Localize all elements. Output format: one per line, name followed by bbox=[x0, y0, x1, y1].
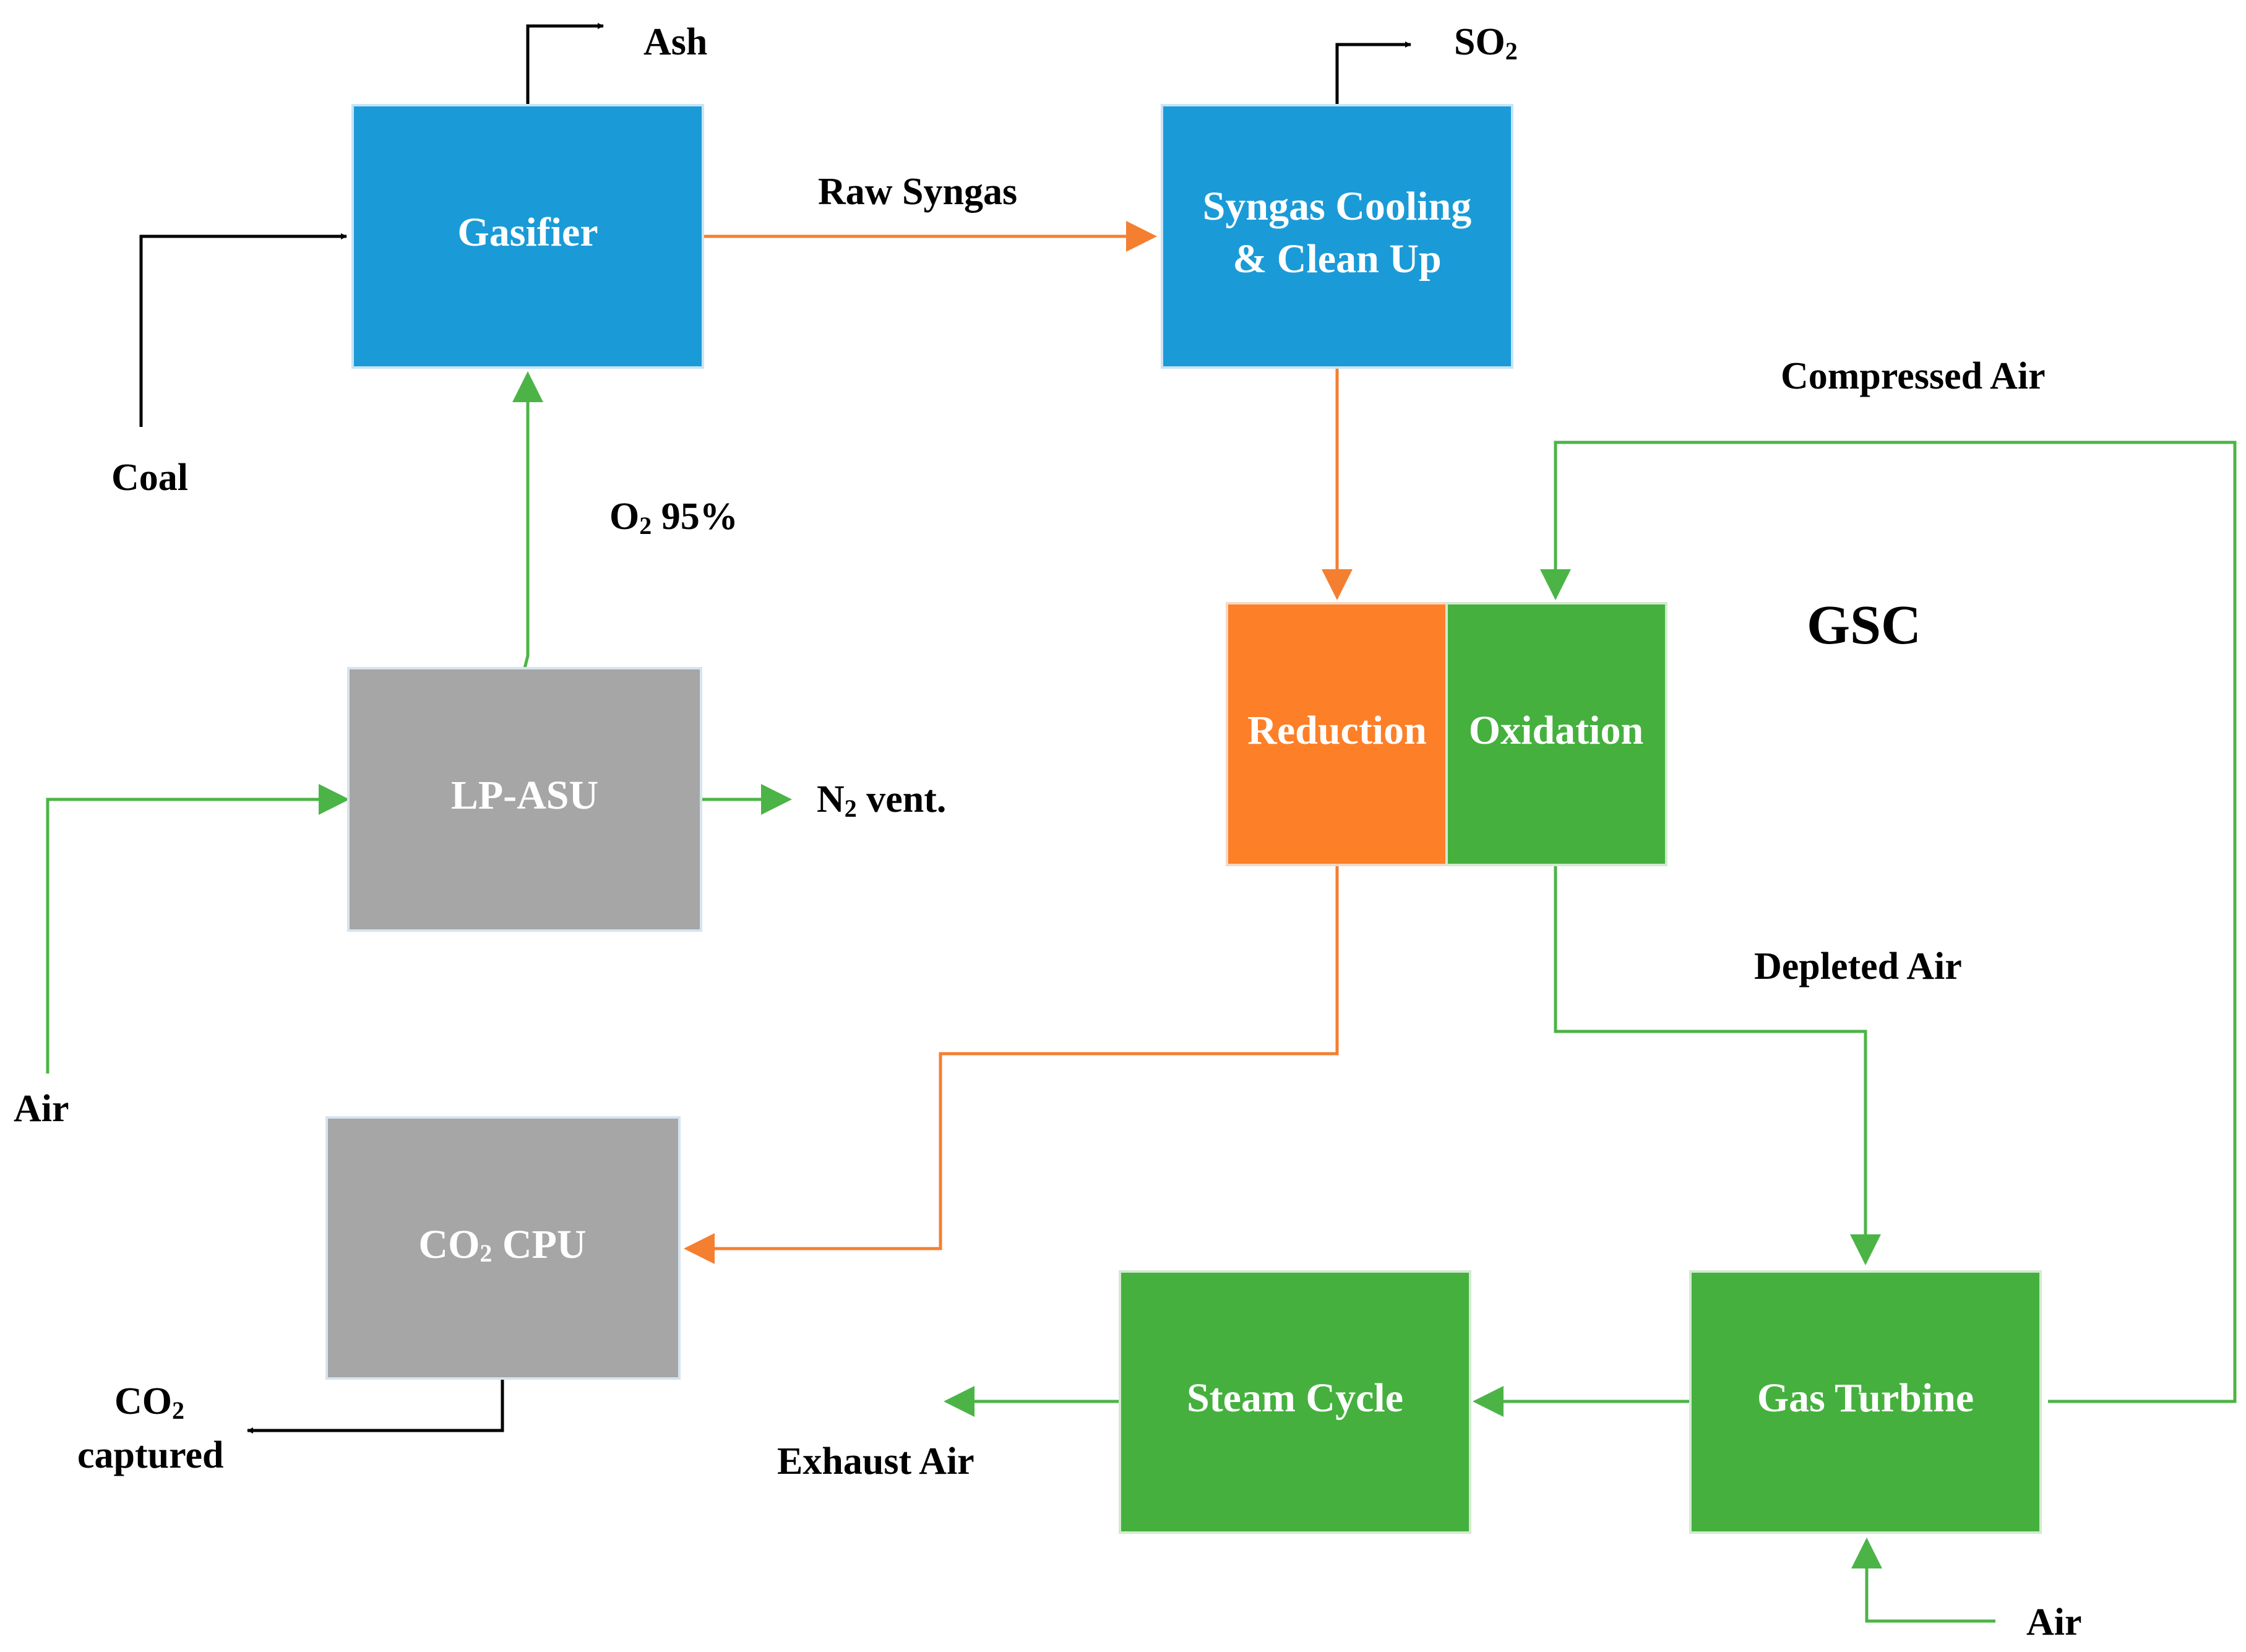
coal-flow bbox=[139, 233, 347, 427]
coal-label: Coal bbox=[111, 457, 188, 499]
co2-stream-flow bbox=[684, 865, 1339, 1264]
reduction-box: Reduction bbox=[1226, 602, 1448, 866]
oxygen-purity-label: O2 95% bbox=[609, 496, 738, 540]
gas-turbine-box: Gas Turbine bbox=[1689, 1270, 2042, 1534]
air-to-turbine-flow bbox=[1851, 1538, 1995, 1623]
lp-asu-box: LP-ASU bbox=[347, 667, 702, 932]
ash-flow bbox=[526, 23, 604, 105]
gasifier-box: Gasifier bbox=[351, 104, 704, 369]
oxygen-flow bbox=[512, 371, 543, 669]
air-left-label: Air bbox=[14, 1088, 69, 1130]
syngas-cleanup-label-line1: Syngas Cooling bbox=[1203, 184, 1472, 229]
so2-flow bbox=[1335, 41, 1411, 105]
gsc-label: GSC bbox=[1807, 595, 1921, 656]
steam-cycle-box: Steam Cycle bbox=[1119, 1270, 1471, 1534]
n2-vent-label: N2 vent. bbox=[817, 778, 946, 822]
co2-cpu-box: CO2 CPU bbox=[325, 1116, 681, 1380]
syngas-cleanup-box: Syngas Cooling & Clean Up bbox=[1161, 104, 1513, 369]
steam-cycle-label: Steam Cycle bbox=[1187, 1375, 1403, 1421]
air-to-asu-flow bbox=[46, 784, 350, 1073]
syngas-cleanup-label-line2: & Clean Up bbox=[1233, 236, 1441, 282]
air-bottom-label: Air bbox=[2026, 1601, 2082, 1643]
exhaust-air-label: Exhaust Air bbox=[777, 1440, 975, 1482]
oxidation-box: Oxidation bbox=[1445, 602, 1667, 866]
so2-label: SO2 bbox=[1454, 21, 1518, 65]
co2-captured-flow bbox=[247, 1379, 504, 1434]
reduction-label: Reduction bbox=[1247, 708, 1427, 753]
raw-syngas-label: Raw Syngas bbox=[818, 171, 1017, 213]
co2-captured-label-line2: captured bbox=[77, 1434, 224, 1476]
lp-asu-label: LP-ASU bbox=[451, 773, 598, 818]
oxidation-label: Oxidation bbox=[1469, 708, 1643, 753]
depleted-air-label: Depleted Air bbox=[1754, 945, 1962, 987]
co2-captured-label-line1: CO2 bbox=[114, 1380, 184, 1424]
gas-turbine-label: Gas Turbine bbox=[1757, 1375, 1974, 1421]
ash-label: Ash bbox=[643, 21, 707, 63]
depleted-air-flow bbox=[1554, 865, 1881, 1265]
co2-cpu-label: CO2 CPU bbox=[418, 1222, 586, 1267]
compressed-air-label: Compressed Air bbox=[1781, 355, 2046, 397]
gasifier-label: Gasifier bbox=[457, 210, 598, 255]
compressed-air-flow bbox=[1540, 441, 2237, 1403]
